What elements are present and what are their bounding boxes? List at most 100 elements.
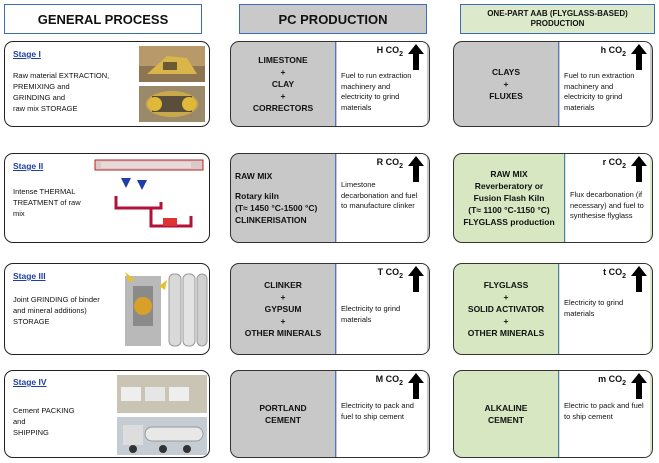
panel-divider: [335, 371, 336, 457]
plus-sign: +: [503, 79, 509, 89]
product-line: ALKALINE: [484, 403, 528, 413]
stage-3-desc-line: and mineral additions): [13, 306, 87, 315]
aab-production-header: ONE-PART AAB (FLYGLASS-BASED) PRODUCTION: [460, 4, 655, 34]
aab-stage-1-materials: CLAYS + FLUXES: [454, 42, 558, 126]
stage-2-desc-line: Intense THERMAL: [13, 187, 76, 196]
stage-2-title: Stage II: [13, 161, 44, 171]
co2-label: t CO2: [603, 267, 626, 280]
stage-3-box: Stage III Joint GRINDING of binder and m…: [4, 263, 210, 355]
material-line: SOLID ACTIVATOR: [467, 304, 545, 314]
pc-stage-3-emissions: T CO2 Electricity to grind materials: [337, 264, 427, 354]
stage-3-desc-line: STORAGE: [13, 317, 50, 326]
emission-note: Fuel to run extraction machinery and ele…: [564, 71, 635, 112]
plus-sign: +: [280, 316, 286, 326]
stage-2-desc-line: TREATMENT of raw: [13, 198, 81, 207]
product-line: PORTLAND: [259, 403, 307, 413]
stage-3-desc-line: Joint GRINDING of binder: [13, 295, 100, 304]
emission-note: Electric to pack and fuel to ship cement: [564, 401, 644, 421]
stage-3-description: Joint GRINDING of binder and mineral add…: [13, 294, 100, 327]
stage-1-title: Stage I: [13, 49, 41, 59]
up-arrow-icon: [408, 373, 424, 399]
up-arrow-icon: [631, 373, 647, 399]
emission-note: Electricity to grind materials: [564, 298, 624, 318]
aab-stage-2-box: RAW MIX Reverberatory or Fusion Flash Ki…: [453, 153, 653, 243]
material-line: RAW MIX: [490, 169, 528, 179]
stage-2-desc-line: mix: [13, 209, 25, 218]
co2-label: M CO2: [375, 374, 403, 387]
material-line: RAW MIX: [235, 171, 273, 181]
stage-4-description: Cement PACKING and SHIPPING: [13, 405, 75, 438]
stage-1-desc-line: raw mix STORAGE: [13, 104, 78, 113]
plus-sign: +: [280, 67, 286, 77]
material-line: CLAY: [271, 79, 295, 89]
pc-stage-3-materials: CLINKER + GYPSUM + OTHER MINERALS: [231, 264, 335, 354]
material-line: CORRECTORS: [252, 103, 314, 113]
stage-1-desc-line: PREMIXING and: [13, 82, 70, 91]
aab-stage-2-materials: RAW MIX Reverberatory or Fusion Flash Ki…: [454, 154, 564, 242]
co2-label: m CO2: [598, 374, 626, 387]
packing-shipping-image: [117, 375, 207, 455]
aab-stage-3-materials: FLYGLASS + SOLID ACTIVATOR + OTHER MINER…: [454, 264, 558, 354]
aab-stage-3-emissions: t CO2 Electricity to grind materials: [560, 264, 650, 354]
pc-stage-1-emissions: H CO2 Fuel to run extraction machinery a…: [337, 42, 427, 126]
process-line: CLINKERISATION: [235, 215, 307, 225]
co2-label: R CO2: [376, 157, 403, 170]
emission-note: Limestone decarbonation and fuel to manu…: [341, 180, 418, 210]
kiln-line: Reverberatory or: [474, 181, 544, 191]
panel-divider: [558, 42, 559, 126]
extraction-machinery-image: [139, 46, 205, 122]
kiln-line: Fusion Flash Kiln: [473, 193, 545, 203]
co2-label: T CO2: [377, 267, 403, 280]
material-line: CLAYS: [491, 67, 521, 77]
co2-label: r CO2: [602, 157, 626, 170]
plus-sign: +: [280, 292, 286, 302]
material-line: GYPSUM: [264, 304, 302, 314]
plus-sign: +: [503, 292, 509, 302]
plus-sign: +: [503, 316, 509, 326]
pc-production-header: PC PRODUCTION: [239, 4, 427, 34]
stage-4-desc-line: and: [13, 417, 26, 426]
material-line: LIMESTONE: [258, 55, 308, 65]
pc-stage-3-box: CLINKER + GYPSUM + OTHER MINERALS T CO2 …: [230, 263, 430, 355]
stage-3-title: Stage III: [13, 271, 46, 281]
up-arrow-icon: [631, 44, 647, 70]
aab-stage-2-emissions: r CO2 Flux decarbonation (if necessary) …: [566, 154, 650, 242]
product-line: CEMENT: [488, 415, 524, 425]
stage-1-description: Raw material EXTRACTION, PREMIXING and G…: [13, 70, 109, 114]
product-line: CEMENT: [265, 415, 301, 425]
pc-stage-4-box: PORTLAND CEMENT M CO2 Electricity to pac…: [230, 370, 430, 458]
emission-note: Fuel to run extraction machinery and ele…: [341, 71, 412, 112]
pc-stage-2-box: RAW MIX Rotary kiln (T≈ 1450 °C-1500 °C)…: [230, 153, 430, 243]
panel-divider: [335, 154, 336, 242]
up-arrow-icon: [408, 156, 424, 182]
pc-stage-2-emissions: R CO2 Limestone decarbonation and fuel t…: [337, 154, 427, 242]
up-arrow-icon: [408, 44, 424, 70]
stage-4-title: Stage IV: [13, 377, 47, 387]
aab-stage-1-box: CLAYS + FLUXES h CO2 Fuel to run extract…: [453, 41, 653, 127]
kiln-line: Rotary kiln: [235, 191, 279, 201]
stage-4-desc-line: Cement PACKING: [13, 406, 75, 415]
panel-divider: [564, 154, 565, 242]
emission-note: Electricity to pack and fuel to ship cem…: [341, 401, 414, 421]
up-arrow-icon: [631, 156, 647, 182]
material-line: FLUXES: [489, 91, 523, 101]
up-arrow-icon: [631, 266, 647, 292]
temperature-line: (T≈ 1450 °C-1500 °C): [235, 203, 318, 213]
material-line: OTHER MINERALS: [244, 328, 322, 338]
material-line: CLINKER: [264, 280, 302, 290]
panel-divider: [558, 371, 559, 457]
panel-divider: [335, 264, 336, 354]
pc-stage-4-materials: PORTLAND CEMENT: [231, 371, 335, 457]
material-line: OTHER MINERALS: [467, 328, 545, 338]
stage-1-box: Stage I Raw material EXTRACTION, PREMIXI…: [4, 41, 210, 127]
pc-stage-4-emissions: M CO2 Electricity to pack and fuel to sh…: [337, 371, 427, 457]
aab-stage-4-emissions: m CO2 Electric to pack and fuel to ship …: [560, 371, 650, 457]
up-arrow-icon: [408, 266, 424, 292]
aab-stage-4-materials: ALKALINE CEMENT: [454, 371, 558, 457]
stage-2-description: Intense THERMAL TREATMENT of raw mix: [13, 186, 81, 219]
process-line: FLYGLASS production: [463, 217, 555, 227]
stage-1-desc-line: GRINDING and: [13, 93, 66, 102]
kiln-diagram-image: [94, 159, 204, 228]
emission-note: Flux decarbonation (if necessary) and fu…: [570, 190, 644, 220]
stage-1-desc-line: Raw material EXTRACTION,: [13, 71, 110, 80]
